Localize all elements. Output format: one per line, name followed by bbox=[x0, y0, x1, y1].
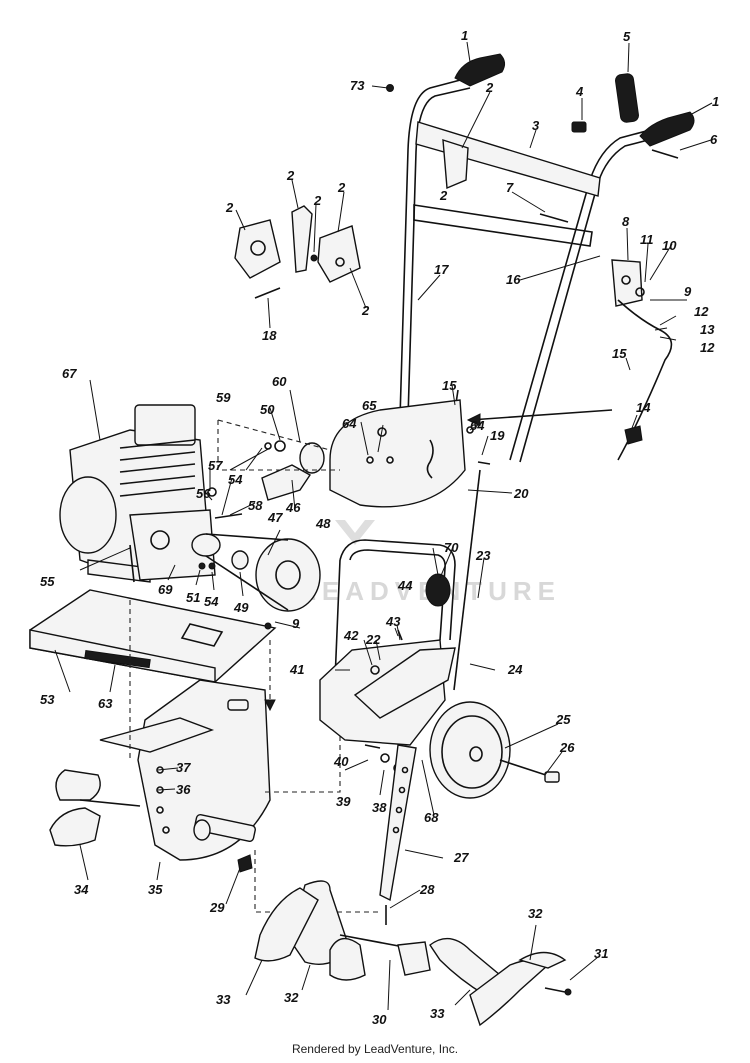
callout-1: 1 bbox=[461, 28, 468, 43]
callout-43: 43 bbox=[385, 614, 401, 629]
callout-23: 23 bbox=[475, 548, 491, 563]
callout-70: 70 bbox=[444, 540, 459, 555]
callout-14: 14 bbox=[636, 400, 651, 415]
callout-2: 2 bbox=[313, 193, 322, 208]
callout-26: 26 bbox=[559, 740, 575, 755]
callout-42: 42 bbox=[343, 628, 359, 643]
callout-60: 60 bbox=[272, 374, 287, 389]
callout-8: 8 bbox=[622, 214, 630, 229]
callout-9: 9 bbox=[292, 616, 300, 631]
engine bbox=[59, 404, 216, 583]
callout-22: 22 bbox=[365, 632, 381, 647]
callout-16: 16 bbox=[506, 272, 521, 287]
callout-32: 32 bbox=[284, 990, 299, 1005]
callout-38: 38 bbox=[372, 800, 387, 815]
handle-assembly bbox=[386, 53, 695, 691]
callout-1: 1 bbox=[712, 94, 719, 109]
callout-36: 36 bbox=[176, 782, 191, 797]
callout-59: 59 bbox=[216, 390, 231, 405]
callout-9: 9 bbox=[684, 284, 692, 299]
callout-41: 41 bbox=[289, 662, 304, 677]
callout-54: 54 bbox=[204, 594, 219, 609]
callout-33: 33 bbox=[216, 992, 231, 1007]
footer-credit: Rendered by LeadVenture, Inc. bbox=[291, 1042, 459, 1056]
callout-15: 15 bbox=[442, 378, 457, 393]
leader-lines bbox=[54, 41, 713, 1011]
callout-2: 2 bbox=[439, 188, 448, 203]
callout-18: 18 bbox=[262, 328, 277, 343]
callout-64: 64 bbox=[342, 416, 357, 431]
callout-32: 32 bbox=[528, 906, 543, 921]
callout-2: 2 bbox=[361, 303, 370, 318]
callout-2: 2 bbox=[225, 200, 234, 215]
callout-64: 64 bbox=[470, 418, 485, 433]
depth-bar bbox=[379, 744, 417, 925]
callout-20: 20 bbox=[513, 486, 529, 501]
callout-19: 19 bbox=[490, 428, 505, 443]
callout-27: 27 bbox=[453, 850, 469, 865]
callout-31: 31 bbox=[594, 946, 608, 961]
callout-33: 33 bbox=[430, 1006, 445, 1021]
callout-24: 24 bbox=[507, 662, 523, 677]
callout-49: 49 bbox=[233, 600, 249, 615]
callout-73: 73 bbox=[350, 78, 365, 93]
callout-5: 5 bbox=[623, 29, 631, 44]
callout-47: 47 bbox=[267, 510, 283, 525]
callout-11: 11 bbox=[640, 232, 654, 247]
transmission bbox=[99, 679, 271, 861]
callout-2: 2 bbox=[286, 168, 295, 183]
assembly-lines bbox=[129, 419, 380, 913]
callout-12: 12 bbox=[700, 340, 715, 355]
callout-15: 15 bbox=[612, 346, 627, 361]
callout-39: 39 bbox=[336, 794, 351, 809]
callout-2: 2 bbox=[485, 80, 494, 95]
belt-drive bbox=[191, 440, 325, 612]
callout-25: 25 bbox=[555, 712, 571, 727]
wheel-bracket bbox=[319, 539, 456, 773]
callout-17: 17 bbox=[434, 262, 449, 277]
callout-37: 37 bbox=[176, 760, 191, 775]
callout-50: 50 bbox=[260, 402, 275, 417]
callout-54: 54 bbox=[228, 472, 243, 487]
callout-68: 68 bbox=[424, 810, 439, 825]
callout-56: 56 bbox=[196, 486, 211, 501]
tines bbox=[49, 769, 572, 1027]
callout-7: 7 bbox=[506, 180, 514, 195]
watermark-emblem bbox=[335, 520, 375, 545]
callout-30: 30 bbox=[372, 1012, 387, 1027]
callout-29: 29 bbox=[209, 900, 225, 915]
callout-40: 40 bbox=[333, 754, 349, 769]
callout-10: 10 bbox=[662, 238, 677, 253]
callout-46: 46 bbox=[285, 500, 301, 515]
callout-13: 13 bbox=[700, 322, 715, 337]
callout-labels: 1 1 2 2 2 2 2 2 2 3 4 5 6 7 8 9 9 10 11 … bbox=[40, 28, 719, 1027]
wheel bbox=[429, 701, 560, 799]
callout-57: 57 bbox=[208, 458, 223, 473]
callout-69: 69 bbox=[158, 582, 173, 597]
callout-53: 53 bbox=[40, 692, 55, 707]
callout-35: 35 bbox=[148, 882, 163, 897]
callout-55: 55 bbox=[40, 574, 55, 589]
callout-12: 12 bbox=[694, 304, 709, 319]
callout-34: 34 bbox=[74, 882, 89, 897]
control-parts bbox=[234, 205, 361, 299]
callout-48: 48 bbox=[315, 516, 331, 531]
callout-65: 65 bbox=[362, 398, 377, 413]
belt-guard bbox=[329, 399, 491, 508]
callout-51: 51 bbox=[186, 590, 200, 605]
callout-2: 2 bbox=[337, 180, 346, 195]
callout-63: 63 bbox=[98, 696, 113, 711]
callout-67: 67 bbox=[62, 366, 77, 381]
callout-58: 58 bbox=[248, 498, 263, 513]
callout-28: 28 bbox=[419, 882, 435, 897]
callout-3: 3 bbox=[532, 118, 540, 133]
callout-44: 44 bbox=[397, 578, 413, 593]
callout-4: 4 bbox=[575, 84, 584, 99]
callout-6: 6 bbox=[710, 132, 718, 147]
